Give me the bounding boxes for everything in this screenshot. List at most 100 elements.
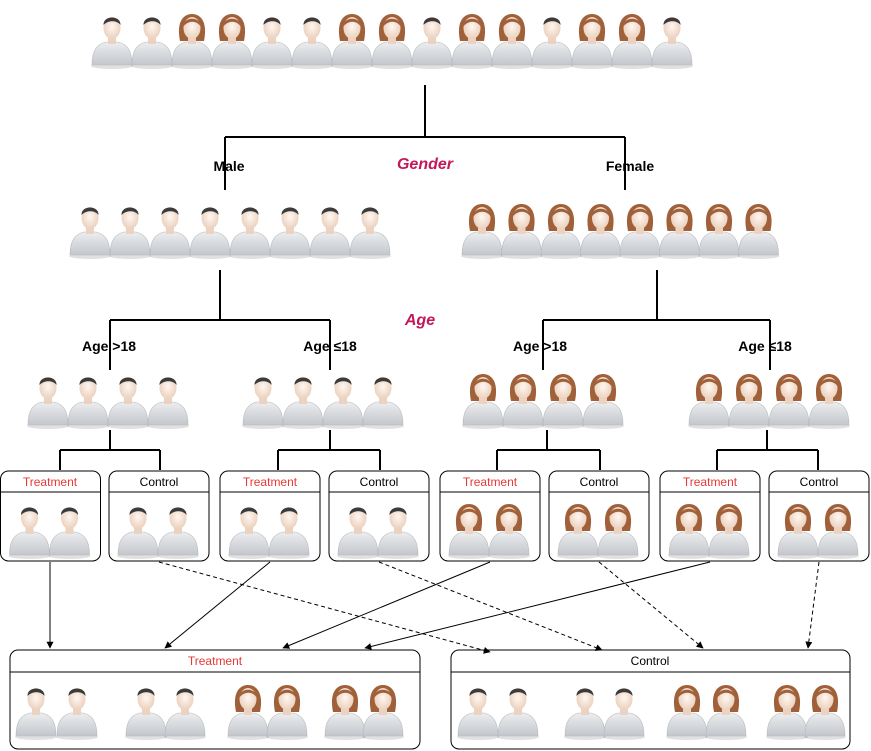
female-person-icon bbox=[708, 504, 750, 559]
female-person-icon bbox=[448, 504, 490, 559]
male-age-gt-label: Age >18 bbox=[82, 338, 136, 354]
stratum-3-treatment-title: Treatment bbox=[463, 475, 518, 489]
female-person-icon bbox=[371, 14, 413, 69]
gender-label: Gender bbox=[397, 156, 454, 173]
male-person-icon bbox=[269, 207, 311, 259]
female-person-icon bbox=[557, 504, 599, 559]
female-branch-label: Female bbox=[606, 158, 654, 174]
female-person-icon bbox=[362, 685, 404, 740]
male-person-icon bbox=[131, 17, 173, 69]
male-person-icon bbox=[56, 688, 98, 740]
male-person-icon bbox=[337, 507, 379, 559]
female-person-icon bbox=[698, 204, 740, 259]
strata-box-titles: Treatment Control Treatment Control Trea… bbox=[23, 475, 838, 489]
male-person-icon bbox=[229, 207, 271, 259]
female-person-icon bbox=[540, 204, 582, 259]
male-person-icon bbox=[91, 17, 133, 69]
female-person-icon bbox=[728, 374, 770, 429]
female-person-icon bbox=[582, 374, 624, 429]
male-person-icon bbox=[242, 377, 284, 429]
male-person-icon bbox=[564, 688, 606, 740]
stratum-2-control-title: Control bbox=[360, 475, 399, 489]
female-person-icon bbox=[766, 685, 808, 740]
stratum-2-treatment-title: Treatment bbox=[243, 475, 298, 489]
male-person-icon bbox=[125, 688, 167, 740]
age-label: Age bbox=[404, 312, 435, 329]
female-age-gt-label: Age >18 bbox=[513, 338, 567, 354]
female-person-icon bbox=[804, 685, 846, 740]
male-person-icon bbox=[107, 377, 149, 429]
female-person-icon bbox=[491, 14, 533, 69]
male-person-icon bbox=[109, 207, 151, 259]
female-person-icon bbox=[817, 504, 859, 559]
male-person-icon bbox=[8, 507, 51, 559]
female-person-icon bbox=[542, 374, 584, 429]
female-person-icon bbox=[461, 204, 503, 259]
female-person-icon bbox=[579, 204, 622, 259]
male-person-icon bbox=[117, 507, 159, 559]
male-person-icon bbox=[309, 207, 351, 259]
female-person-icon bbox=[331, 14, 373, 69]
female-age-le-label: Age ≤18 bbox=[738, 338, 792, 354]
final-control-title: Control bbox=[631, 654, 670, 668]
male-person-icon bbox=[268, 507, 310, 559]
male-person-icon bbox=[291, 17, 333, 69]
stratum-4-control-title: Control bbox=[800, 475, 839, 489]
female-person-icon bbox=[688, 374, 730, 429]
female-person-icon bbox=[658, 204, 701, 259]
male-person-icon bbox=[457, 688, 499, 740]
male-person-icon bbox=[228, 507, 270, 559]
female-person-icon bbox=[705, 685, 747, 740]
male-person-icon bbox=[282, 377, 324, 429]
male-person-icon bbox=[48, 507, 91, 559]
stratum-1-control-title: Control bbox=[140, 475, 179, 489]
male-person-icon bbox=[251, 17, 293, 69]
male-person-icon bbox=[189, 207, 231, 259]
control-arrows bbox=[158, 561, 820, 654]
stratum-4-treatment-title: Treatment bbox=[683, 475, 738, 489]
male-person-icon bbox=[15, 688, 57, 740]
final-group-boxes bbox=[9, 649, 851, 750]
female-person-icon bbox=[451, 14, 493, 69]
female-person-icon bbox=[768, 374, 810, 429]
male-person-icon bbox=[157, 507, 199, 559]
male-person-icon bbox=[69, 207, 111, 259]
male-person-icon bbox=[147, 377, 189, 429]
female-person-icon bbox=[597, 504, 639, 559]
female-person-icon bbox=[211, 14, 253, 69]
female-person-icon bbox=[500, 204, 543, 259]
male-person-icon bbox=[651, 17, 693, 69]
male-person-icon bbox=[603, 688, 645, 740]
stratum-3-control-title: Control bbox=[580, 475, 619, 489]
male-person-icon bbox=[497, 688, 539, 740]
male-person-icon bbox=[67, 377, 109, 429]
male-person-icon bbox=[27, 377, 69, 429]
male-person-icon bbox=[149, 207, 191, 259]
male-person-icon bbox=[411, 17, 453, 69]
female-person-icon bbox=[666, 685, 708, 740]
female-person-icon bbox=[737, 204, 780, 259]
female-person-icon bbox=[571, 14, 613, 69]
male-person-icon bbox=[322, 377, 364, 429]
female-person-icon bbox=[227, 685, 269, 740]
female-person-icon bbox=[808, 374, 850, 429]
female-person-icon bbox=[611, 14, 653, 69]
male-age-le-label: Age ≤18 bbox=[303, 338, 357, 354]
female-person-icon bbox=[619, 204, 661, 259]
male-person-icon bbox=[164, 688, 206, 740]
stratum-1-treatment-title: Treatment bbox=[23, 475, 78, 489]
female-person-icon bbox=[324, 685, 366, 740]
treatment-arrows bbox=[46, 561, 711, 650]
female-person-icon bbox=[777, 504, 819, 559]
people-icons bbox=[8, 14, 859, 740]
female-person-icon bbox=[462, 374, 504, 429]
male-branch-label: Male bbox=[213, 158, 244, 174]
female-person-icon bbox=[502, 374, 544, 429]
tree-connectors bbox=[59, 85, 819, 470]
male-person-icon bbox=[362, 377, 404, 429]
female-person-icon bbox=[171, 14, 213, 69]
male-person-icon bbox=[531, 17, 573, 69]
female-person-icon bbox=[668, 504, 710, 559]
male-person-icon bbox=[377, 507, 419, 559]
